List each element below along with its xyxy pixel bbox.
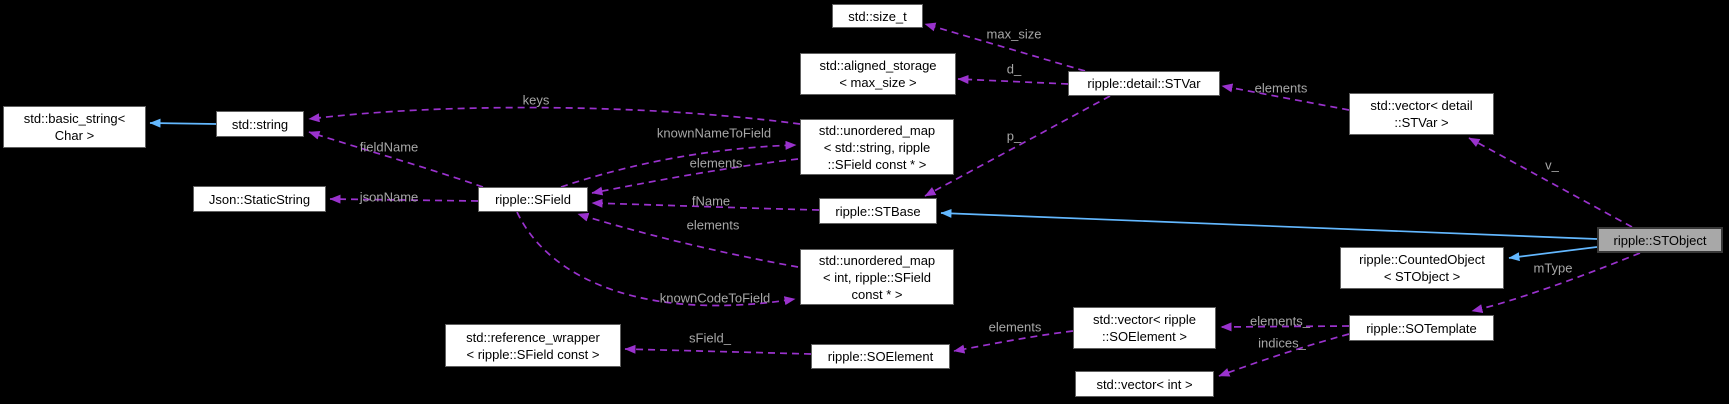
node-std-aligned-storage[interactable]: std::aligned_storage < max_size > xyxy=(800,53,956,95)
edge-label-elements-map-string: elements xyxy=(689,155,743,171)
edge-sotemplate-to-vector-int-indices xyxy=(1218,333,1350,377)
edge-label-knowncodetofield: knownCodeToField xyxy=(659,290,771,306)
node-std-string[interactable]: std::string xyxy=(216,111,304,137)
edge-label-sfield: sField_ xyxy=(689,330,731,346)
node-std-basic-string-label: std::basic_string< Char > xyxy=(23,111,126,143)
edge-label-v: v_ xyxy=(1545,157,1559,173)
edge-vector-stvar-to-stvar-elements xyxy=(1221,83,1350,111)
node-std-size-t[interactable]: std::size_t xyxy=(832,4,923,28)
node-ripple-stobject[interactable]: ripple::STObject xyxy=(1597,227,1723,253)
edge-label-elements-map-int: elements xyxy=(686,217,740,233)
node-ripple-soelement-label: ripple::SOElement xyxy=(827,349,934,364)
node-std-basic-string[interactable]: std::basic_string< Char > xyxy=(3,106,146,148)
edge-string-to-basicstring-inherit xyxy=(149,118,217,128)
edge-label-d: d_ xyxy=(1006,61,1022,77)
node-ripple-stbase[interactable]: ripple::STBase xyxy=(819,198,937,224)
edge-map-string-to-string-keys xyxy=(308,106,801,125)
node-std-unordered-map-string-label: std::unordered_map < std::string, ripple… xyxy=(818,122,936,172)
edge-label-fname: fName xyxy=(691,193,731,209)
edge-stobject-to-stbase-inherit xyxy=(940,208,1598,240)
node-ripple-detail-stvar-label: ripple::detail::STVar xyxy=(1087,76,1201,91)
node-std-unordered-map-string[interactable]: std::unordered_map < std::string, ripple… xyxy=(800,119,954,175)
edge-map-string-to-sfield-elements xyxy=(591,158,799,196)
edge-vector-soelement-to-soelement-elements xyxy=(953,330,1074,354)
edge-label-max-size: max_size xyxy=(986,26,1042,42)
edge-label-indices: indices_ xyxy=(1258,335,1306,351)
edge-soelement-to-refwrapper-sfield xyxy=(624,344,812,355)
edge-label-elements-vector-soelement: elements xyxy=(988,319,1042,335)
node-ripple-sfield[interactable]: ripple::SField xyxy=(478,187,588,212)
node-ripple-countedobject[interactable]: ripple::CountedObject < STObject > xyxy=(1340,247,1504,289)
node-std-vector-detail-stvar-label: std::vector< detail ::STVar > xyxy=(1370,98,1473,130)
node-std-vector-int[interactable]: std::vector< int > xyxy=(1075,371,1214,397)
edge-stbase-to-sfield-fname xyxy=(591,198,820,211)
node-std-vector-detail-stvar[interactable]: std::vector< detail ::STVar > xyxy=(1349,93,1494,135)
node-std-reference-wrapper[interactable]: std::reference_wrapper < ripple::SField … xyxy=(445,324,621,367)
node-json-staticstring-label: Json::StaticString xyxy=(208,191,311,207)
edge-stobject-to-sotemplate-mtype xyxy=(1471,252,1641,314)
node-std-reference-wrapper-label: std::reference_wrapper < ripple::SField … xyxy=(466,329,600,362)
edge-label-jsonname: jsonName xyxy=(359,189,419,205)
edge-sfield-to-string-fieldname xyxy=(308,130,484,188)
edge-stobject-to-vector-stvar-v xyxy=(1468,137,1633,228)
node-ripple-detail-stvar[interactable]: ripple::detail::STVar xyxy=(1068,71,1220,96)
edge-stvar-to-size-t-max-size xyxy=(924,22,1086,72)
node-ripple-sfield-label: ripple::SField xyxy=(495,192,571,207)
node-json-staticstring[interactable]: Json::StaticString xyxy=(193,186,326,212)
edge-label-p: p_ xyxy=(1006,128,1022,144)
node-std-vector-soelement-label: std::vector< ripple ::SOElement > xyxy=(1093,312,1196,344)
node-std-aligned-storage-label: std::aligned_storage < max_size > xyxy=(819,58,937,90)
edge-stobject-to-countedobject-inherit xyxy=(1508,246,1598,262)
edge-label-knownnametofield: knownNameToField xyxy=(656,125,772,141)
edge-sfield-to-map-string-knownnametofield xyxy=(560,140,797,188)
node-std-vector-int-label: std::vector< int > xyxy=(1096,376,1193,392)
edge-stvar-to-aligned-storage-d xyxy=(957,74,1069,85)
edge-sfield-to-staticstring-jsonname xyxy=(329,194,479,204)
node-std-string-label: std::string xyxy=(231,116,289,132)
edge-label-elements-sotemplate: elements_ xyxy=(1250,313,1310,329)
edge-label-keys: keys xyxy=(522,92,550,108)
edge-label-elements-stvar: elements xyxy=(1254,80,1308,96)
node-std-vector-soelement[interactable]: std::vector< ripple ::SOElement > xyxy=(1073,307,1216,349)
edge-sfield-to-map-int-knowncodetofield xyxy=(516,211,796,307)
node-ripple-sotemplate-label: ripple::SOTemplate xyxy=(1366,320,1477,336)
node-ripple-stobject-label: ripple::STObject xyxy=(1613,232,1707,248)
edge-label-fieldname: fieldName xyxy=(359,139,419,155)
edge-map-int-to-sfield-elements xyxy=(577,212,799,268)
edge-label-mtype: mType xyxy=(1533,260,1573,276)
node-std-size-t-label: std::size_t xyxy=(848,8,907,24)
node-ripple-countedobject-label: ripple::CountedObject < STObject > xyxy=(1359,252,1485,284)
node-std-unordered-map-int-label: std::unordered_map < int, ripple::SField… xyxy=(818,252,936,302)
node-ripple-sotemplate[interactable]: ripple::SOTemplate xyxy=(1349,315,1494,341)
edge-sotemplate-to-vector-soelement-elements xyxy=(1220,322,1350,332)
node-ripple-soelement[interactable]: ripple::SOElement xyxy=(811,344,950,369)
node-std-unordered-map-int[interactable]: std::unordered_map < int, ripple::SField… xyxy=(800,249,954,305)
node-ripple-stbase-label: ripple::STBase xyxy=(835,203,921,219)
